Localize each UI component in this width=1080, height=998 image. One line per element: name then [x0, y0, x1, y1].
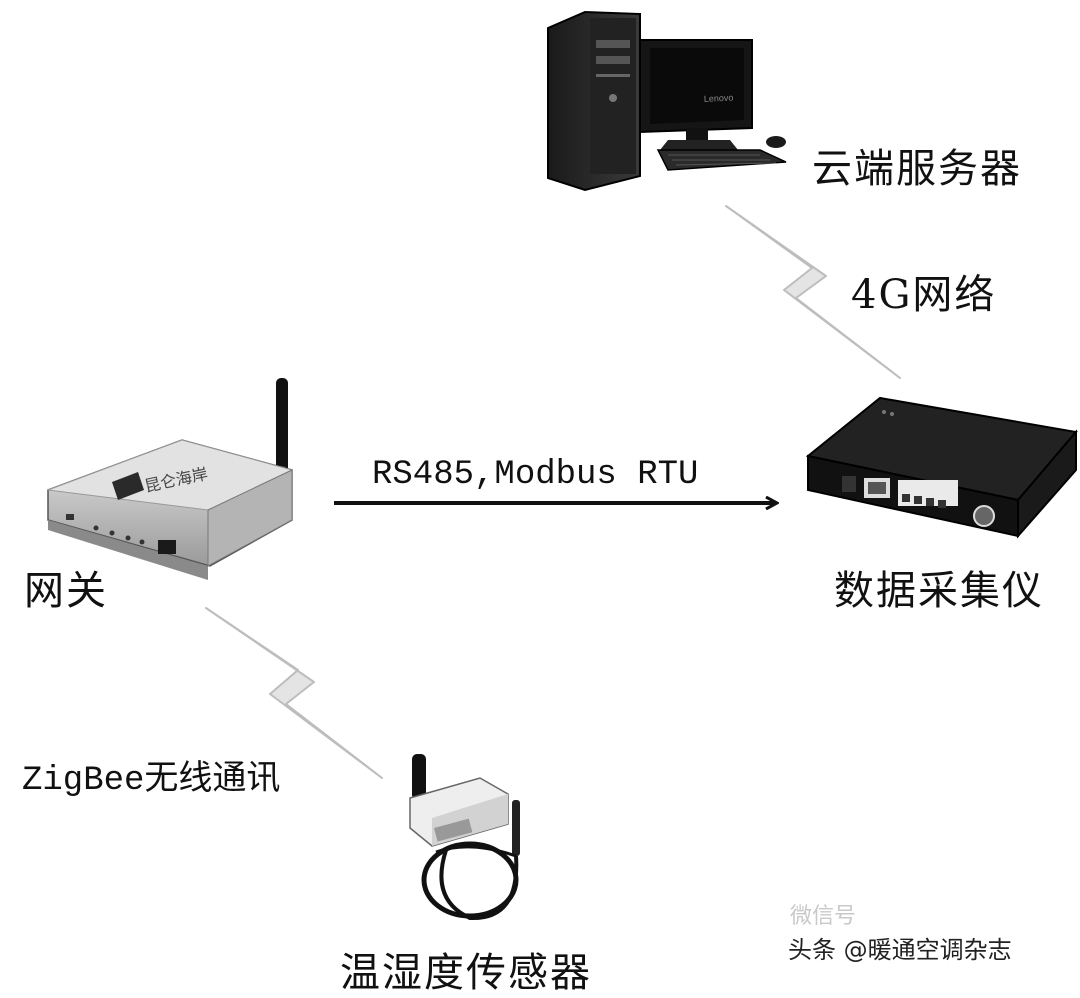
- server-computer-icon: Lenovo: [547, 10, 787, 192]
- network-4g-label: 4G网络: [851, 272, 997, 318]
- zigbee-label: ZigBee无线通讯: [22, 750, 280, 800]
- rs485-label: RS485,Modbus RTU: [372, 456, 699, 494]
- watermark-faint: 微信号: [790, 904, 857, 929]
- data-collector-device-icon: [805, 396, 1078, 539]
- watermark-text: 头条 @暖通空调杂志: [788, 936, 1012, 964]
- server-label: 云端服务器: [812, 146, 1022, 192]
- gateway-label: 网关: [24, 568, 108, 614]
- collector-label: 数据采集仪: [834, 568, 1044, 614]
- sensor-label: 温湿度传感器: [340, 950, 592, 996]
- monitor-brand-logo: Lenovo: [704, 92, 734, 104]
- wireless-zigbee-bolt-icon: [205, 607, 383, 779]
- wireless-4g-bolt-icon: [725, 205, 901, 379]
- gateway-device-icon: 昆仑海岸: [47, 378, 294, 580]
- sensor-device-icon: [409, 754, 520, 921]
- zigbee-label-text: ZigBee无线通讯: [22, 762, 281, 800]
